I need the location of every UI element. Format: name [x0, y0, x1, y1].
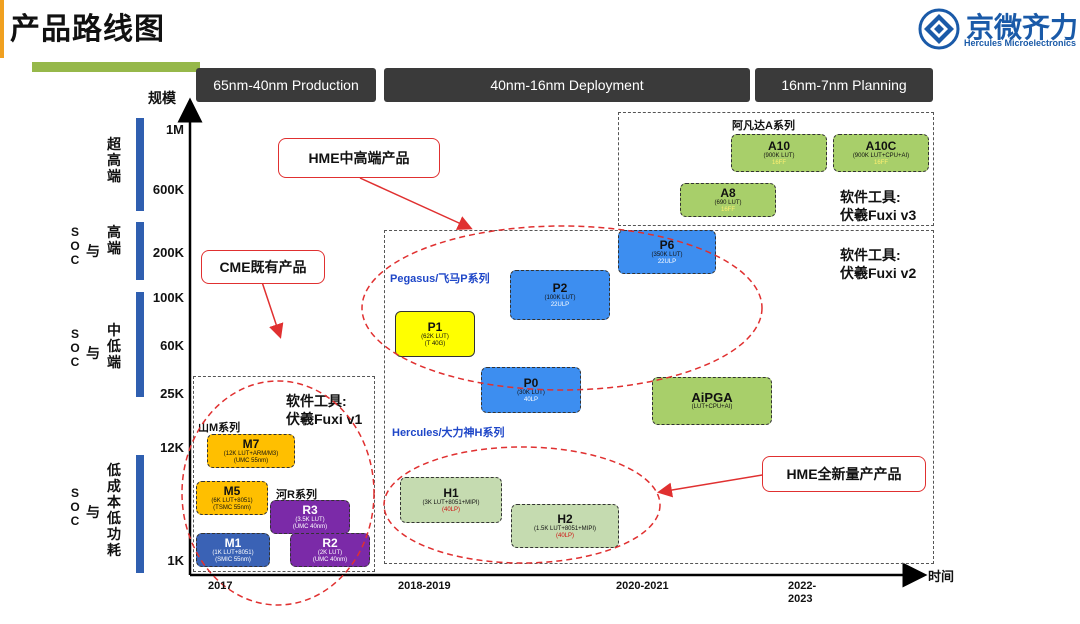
- y-tick: 1K: [167, 553, 184, 568]
- chip-aipga: AiPGA(LUT+CPU+AI): [652, 377, 772, 425]
- page-title: 产品路线图: [10, 12, 165, 47]
- tool-v2: 软件工具:伏羲Fuxi v2: [840, 247, 917, 281]
- phase-planning: 16nm-7nm Planning: [755, 68, 933, 102]
- y-tick: 200K: [152, 245, 184, 260]
- x-axis-label: 时间: [928, 569, 955, 584]
- diamond-logo-icon: [918, 8, 960, 50]
- phase-deployment: 40nm-16nm Deployment: [384, 68, 750, 102]
- and-label: 与: [86, 345, 100, 361]
- category-bar-low-power: [136, 455, 144, 573]
- ellipse-cme: [181, 380, 375, 606]
- chip-m1: M1(1K LUT+8051)(SMIC 55nm): [196, 533, 270, 567]
- callout-hme-high: HME中高端产品: [278, 138, 440, 178]
- tool-v3: 软件工具:伏羲Fuxi v3: [840, 189, 917, 223]
- company-logo: 京微齐力 Hercules Microelectronics: [918, 6, 1078, 50]
- series-a-label: 阿凡达A系列: [732, 120, 795, 132]
- chip-p6: P6(350K LUT)22ULP: [618, 230, 716, 274]
- chip-h1: H1(3K LUT+8051+MIPI)(40LP): [400, 477, 502, 523]
- series-he-r-label: 河R系列: [276, 489, 317, 501]
- y-tick: 12K: [160, 440, 184, 455]
- y-tick: 100K: [152, 290, 184, 305]
- chip-p1: P1(62K LUT)(T 40G): [395, 311, 475, 357]
- ellipse-hme-new: [383, 446, 661, 564]
- x-tick: 2022- 2023: [788, 580, 817, 605]
- arrow-hme-high: [359, 177, 473, 230]
- category-low-power: 低成本低功耗: [107, 462, 121, 558]
- y-tick: 60K: [160, 338, 184, 353]
- x-tick: 2020-2021: [616, 580, 669, 592]
- title-accent-bar: [0, 0, 4, 58]
- accent-band: [32, 62, 200, 72]
- chip-a10c: A10C(900K LUT+CPU+AI)16FF: [833, 134, 929, 172]
- ellipse-hme-high: [361, 225, 763, 391]
- logo-name: 京微齐力: [966, 11, 1079, 44]
- callout-hme-new: HME全新量产产品: [762, 456, 926, 492]
- region-cme: [193, 376, 375, 572]
- logo-subtitle: Hercules Microelectronics: [964, 38, 1077, 48]
- chip-r2: R2(2K LUT)(UMC 40nm): [290, 533, 370, 567]
- chip-m5: M5(6K LUT+8051)(TSMC 55nm): [196, 481, 268, 515]
- series-hercules-label: Hercules/大力神H系列: [392, 427, 505, 439]
- chip-p2: P2(100K LUT)22ULP: [510, 270, 610, 320]
- y-tick: 1M: [165, 122, 184, 137]
- chip-p0: P0(30K LUT)40LP: [481, 367, 581, 413]
- category-bar-high: [136, 222, 144, 280]
- tool-v1: 软件工具:伏羲Fuxi v1: [286, 393, 363, 427]
- chip-h2: H2(1.5K LUT+8051+MIPI)(40LP): [511, 504, 619, 548]
- category-bar-mid-low: [136, 292, 144, 397]
- y-axis-label: 规模: [148, 90, 176, 106]
- callout-cme: CME既有产品: [201, 250, 325, 284]
- y-tick: 600K: [152, 182, 184, 197]
- arrow-cme: [261, 281, 284, 339]
- and-label: 与: [86, 243, 100, 259]
- arrow-hme-new: [657, 473, 769, 498]
- y-tick: 25K: [160, 386, 184, 401]
- x-tick: 2017: [208, 580, 233, 592]
- series-shan-m-label: 山M系列: [198, 422, 241, 434]
- region-a-series: [618, 112, 934, 226]
- chip-m7: M7(12K LUT+ARM/M3)(UMC 55nm): [207, 434, 295, 468]
- category-bar-ultra-high: [136, 118, 144, 211]
- category-high: 高端: [107, 224, 121, 256]
- chip-a10: A10(900K LUT)16FF: [731, 134, 827, 172]
- series-pegasus-label: Pegasus/飞马P系列: [390, 273, 490, 285]
- category-ultra-high: 超高端: [107, 136, 121, 184]
- chip-a8: A8(690 LUT)16FF: [680, 183, 776, 217]
- chip-r3: R3(3.5K LUT)(UMC 40nm): [270, 500, 350, 534]
- category-mid-low: 中低端: [107, 322, 121, 370]
- x-tick: 2018-2019: [398, 580, 451, 592]
- and-label: 与: [86, 504, 100, 520]
- phase-production: 65nm-40nm Production: [196, 68, 376, 102]
